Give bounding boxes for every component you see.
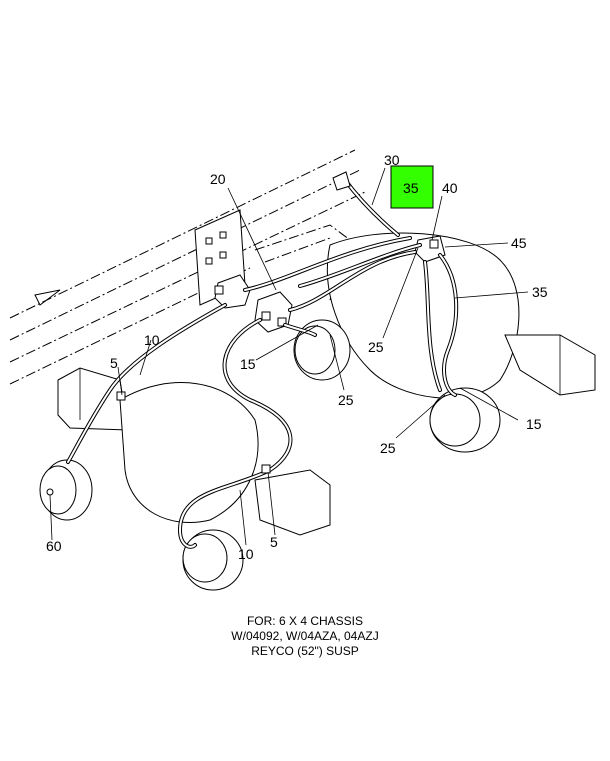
highlight-box[interactable]	[390, 165, 434, 209]
brake-chamber-rear-right	[429, 387, 501, 453]
callout-25-left: 25	[368, 339, 384, 355]
callout-5-top: 5	[110, 355, 118, 371]
callout-10-bottom: 10	[238, 546, 254, 562]
callout-25-right: 25	[380, 440, 396, 456]
callout-15-left: 15	[240, 356, 256, 372]
callout-40: 40	[442, 180, 458, 196]
brake-chamber-front-left	[39, 459, 93, 521]
callout-25-mid: 25	[338, 392, 354, 408]
callout-labels: 30 35 40 45 35 20 25 15 25 15 25 10 5 60…	[46, 152, 548, 562]
callout-5-bottom: 5	[270, 534, 278, 550]
relay-valve-center	[254, 291, 293, 333]
leader-lines	[49, 167, 529, 546]
caption-line-1: FOR: 6 X 4 CHASSIS	[246, 614, 364, 628]
callout-30: 30	[384, 152, 400, 168]
callout-45: 45	[511, 235, 527, 251]
caption: FOR: 6 X 4 CHASSIS W/04092, W/04AZA, 04A…	[0, 614, 610, 659]
brake-chamber-rear-left	[293, 319, 351, 381]
callout-35: 35	[532, 284, 548, 300]
callout-15-right: 15	[526, 416, 542, 432]
callout-35-highlighted: 35	[403, 180, 419, 196]
callout-10-top: 10	[144, 332, 160, 348]
caption-line-2: W/04092, W/04AZA, 04AZJ	[231, 629, 379, 643]
caption-line-3: REYCO (52") SUSP	[251, 644, 359, 658]
relay-valve-left	[214, 274, 251, 309]
callout-20: 20	[210, 171, 226, 187]
tee-fitting-right	[414, 235, 446, 263]
brake-chamber-front-right	[182, 529, 244, 591]
callout-60: 60	[46, 538, 62, 554]
front-axle	[57, 367, 331, 536]
rear-axle	[326, 232, 596, 399]
air-hoses	[66, 171, 459, 549]
